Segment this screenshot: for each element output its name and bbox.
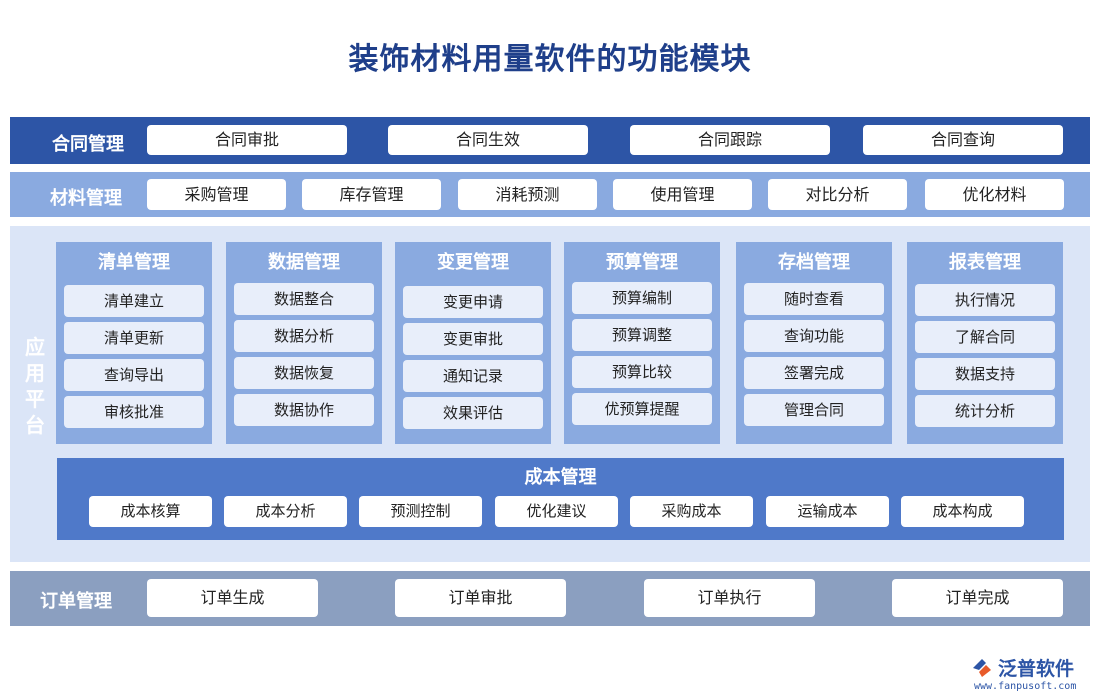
module-item[interactable]: 数据分析	[234, 320, 374, 352]
module-data-management: 数据管理 数据整合 数据分析 数据恢复 数据协作	[226, 242, 382, 444]
cost-item[interactable]: 成本构成	[901, 496, 1024, 527]
module-archive-management: 存档管理 随时查看 查询功能 签署完成 管理合同	[736, 242, 892, 444]
cost-item[interactable]: 运输成本	[766, 496, 889, 527]
material-item[interactable]: 优化材料	[925, 179, 1064, 210]
module-title: 预算管理	[606, 252, 678, 273]
page-title: 装饰材料用量软件的功能模块	[348, 42, 752, 77]
platform-label-char: 用	[25, 361, 45, 385]
order-management-band: 订单管理 订单生成 订单审批 订单执行 订单完成	[10, 571, 1090, 626]
module-budget-management: 预算管理 预算编制 预算调整 预算比较 优预算提醒	[564, 242, 720, 444]
module-item[interactable]: 数据支持	[915, 358, 1055, 390]
order-item[interactable]: 订单生成	[147, 579, 318, 617]
cost-item[interactable]: 预测控制	[359, 496, 482, 527]
module-item[interactable]: 变更审批	[403, 323, 543, 355]
module-item[interactable]: 数据协作	[234, 394, 374, 426]
module-item[interactable]: 清单更新	[64, 322, 204, 354]
contract-item[interactable]: 合同跟踪	[630, 125, 830, 155]
module-item[interactable]: 优预算提醒	[572, 393, 712, 425]
contract-item[interactable]: 合同生效	[388, 125, 588, 155]
module-title: 数据管理	[268, 252, 340, 273]
module-item[interactable]: 执行情况	[915, 284, 1055, 316]
module-item[interactable]: 变更申请	[403, 286, 543, 318]
module-title: 存档管理	[778, 252, 850, 273]
material-item[interactable]: 消耗预测	[458, 179, 597, 210]
module-item[interactable]: 数据恢复	[234, 357, 374, 389]
cost-management-band: 成本管理 成本核算 成本分析 预测控制 优化建议 采购成本 运输成本 成本构成	[57, 458, 1064, 540]
platform-label-char: 台	[25, 413, 45, 437]
module-item[interactable]: 签署完成	[744, 357, 884, 389]
module-item[interactable]: 效果评估	[403, 397, 543, 429]
material-item[interactable]: 使用管理	[613, 179, 752, 210]
order-item[interactable]: 订单审批	[395, 579, 566, 617]
cost-item[interactable]: 成本分析	[224, 496, 347, 527]
contract-management-band: 合同管理 合同审批 合同生效 合同跟踪 合同查询	[10, 117, 1090, 164]
module-change-management: 变更管理 变更申请 变更审批 通知记录 效果评估	[395, 242, 551, 444]
platform-label-char: 应	[25, 335, 45, 359]
application-platform-area: 应 用 平 台 清单管理 清单建立 清单更新 查询导出 审核批准 数据管理 数据…	[10, 226, 1090, 562]
material-item[interactable]: 对比分析	[768, 179, 907, 210]
module-item[interactable]: 预算编制	[572, 282, 712, 314]
module-item[interactable]: 审核批准	[64, 396, 204, 428]
fanpu-logo-icon	[973, 659, 991, 677]
module-item[interactable]: 清单建立	[64, 285, 204, 317]
order-management-label: 订单管理	[40, 591, 112, 612]
platform-label-char: 平	[25, 387, 45, 411]
module-title: 清单管理	[98, 252, 170, 273]
module-title: 变更管理	[437, 252, 509, 273]
module-item[interactable]: 统计分析	[915, 395, 1055, 427]
fanpu-logo: 泛普软件 www.fanpusoft.com	[970, 652, 1095, 696]
module-item[interactable]: 预算比较	[572, 356, 712, 388]
module-item[interactable]: 通知记录	[403, 360, 543, 392]
module-title: 报表管理	[949, 252, 1021, 273]
cost-item[interactable]: 成本核算	[89, 496, 212, 527]
contract-item[interactable]: 合同审批	[147, 125, 347, 155]
order-item[interactable]: 订单完成	[892, 579, 1063, 617]
module-item[interactable]: 了解合同	[915, 321, 1055, 353]
logo-url: www.fanpusoft.com	[974, 681, 1077, 692]
logo-name: 泛普软件	[998, 658, 1075, 680]
module-item[interactable]: 查询功能	[744, 320, 884, 352]
material-management-label: 材料管理	[50, 188, 122, 209]
cost-management-title: 成本管理	[524, 467, 597, 488]
material-management-band: 材料管理 采购管理 库存管理 消耗预测 使用管理 对比分析 优化材料	[10, 172, 1090, 217]
module-item[interactable]: 预算调整	[572, 319, 712, 351]
module-report-management: 报表管理 执行情况 了解合同 数据支持 统计分析	[907, 242, 1063, 444]
order-item[interactable]: 订单执行	[644, 579, 815, 617]
module-item[interactable]: 查询导出	[64, 359, 204, 391]
module-item[interactable]: 随时查看	[744, 283, 884, 315]
module-item[interactable]: 管理合同	[744, 394, 884, 426]
module-item[interactable]: 数据整合	[234, 283, 374, 315]
contract-management-label: 合同管理	[52, 134, 124, 155]
application-platform-label: 应 用 平 台	[24, 334, 46, 438]
cost-item[interactable]: 采购成本	[630, 496, 753, 527]
cost-item[interactable]: 优化建议	[495, 496, 618, 527]
material-item[interactable]: 库存管理	[302, 179, 441, 210]
module-list-management: 清单管理 清单建立 清单更新 查询导出 审核批准	[56, 242, 212, 444]
material-item[interactable]: 采购管理	[147, 179, 286, 210]
contract-item[interactable]: 合同查询	[863, 125, 1063, 155]
